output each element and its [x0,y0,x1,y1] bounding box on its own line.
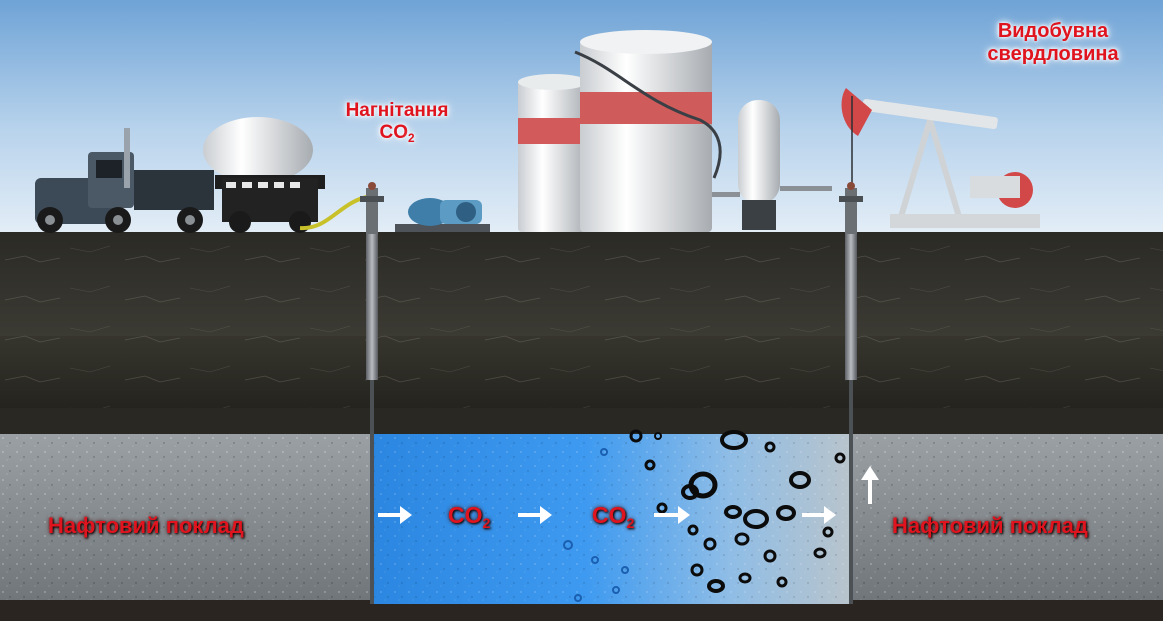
pumpjack-icon [841,88,1040,228]
co2-bubble-icon [600,448,608,456]
oil-droplet-icon [789,471,811,489]
co2-bubble-icon [563,540,573,550]
pump-icon [395,198,490,232]
arrow-right-icon [654,506,690,524]
truck-icon [35,128,214,233]
bedrock [0,600,1163,621]
oil-droplet-icon [743,509,769,529]
oil-droplet-icon [834,452,846,464]
oil-droplet-icon [703,537,717,551]
co2-bubble-icon [612,586,620,594]
oil-droplet-icon [690,563,704,577]
arrow-right-icon [378,506,412,524]
rock-seam [0,408,1163,434]
co2-bubble-icon [591,556,599,564]
injection-label: Нагнітання CO2 [336,100,458,145]
co2-label-2: CO2 [592,502,635,532]
oil-droplet-icon [776,505,796,521]
tanker-icon [203,117,325,233]
production-well-label: Видобувна свердловина [968,20,1138,66]
oil-droplet-icon [724,505,742,519]
oil-droplet-icon [720,430,748,450]
arrow-up-icon [861,466,879,504]
co2-bubble-icon [574,594,582,602]
oil-droplet-icon [707,579,725,593]
wellhead-icon [368,182,376,190]
wellhead-icon [847,182,855,190]
arrow-right-icon [518,506,552,524]
reservoir-label-right: Нафтовий поклад [892,513,1088,538]
production-label-line1: Видобувна [997,20,1109,42]
oil-droplet-icon [681,484,699,500]
arrow-right-icon [802,506,836,524]
separator-icon [712,100,832,230]
oil-droplet-icon [629,429,643,443]
oil-droplet-icon [813,547,827,559]
flow-arrows [378,466,879,524]
oil-droplet-icon [654,432,662,440]
reservoir-label-left: Нафтовий поклад [48,513,244,538]
oil-droplet-icon [738,572,752,584]
injection-label-formula: CO2 [379,121,415,145]
oil-droplets [629,429,846,593]
oil-droplet-icon [764,441,776,453]
injection-well [360,182,384,604]
co2-bubble-icon [621,566,629,574]
storage-tank-icon [518,30,722,232]
oil-droplet-icon [644,459,656,471]
injection-label-line1: Нагнітання [345,100,449,121]
production-label-line2: свердловина [987,43,1119,65]
production-well [839,182,863,604]
oil-droplet-icon [822,526,834,538]
oil-droplet-icon [656,502,668,514]
co2-label-1: CO2 [448,502,491,532]
oil-droplet-icon [763,549,777,563]
oil-droplet-icon [687,524,699,536]
oil-droplet-icon [776,576,788,588]
oil-droplet-icon [734,532,750,546]
co2-bubbles [563,448,629,602]
